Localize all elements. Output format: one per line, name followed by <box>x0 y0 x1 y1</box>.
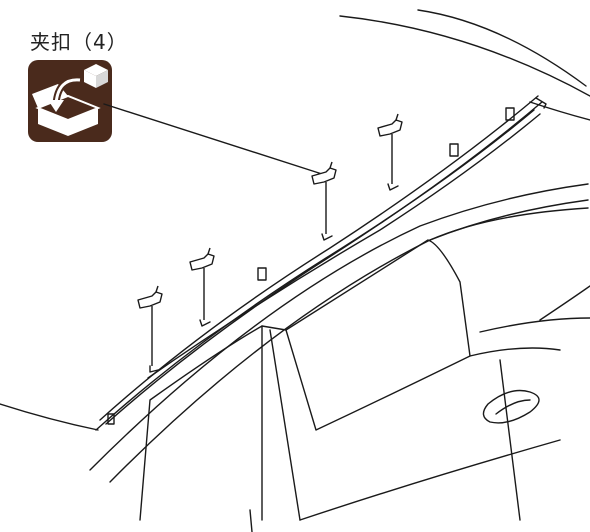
pointer-line <box>103 103 323 175</box>
clip-1 <box>137 285 163 366</box>
clip-4 <box>377 113 403 184</box>
clip-caption: 夹扣（4） <box>30 30 128 54</box>
rear-window <box>139 325 263 521</box>
clip-2 <box>189 247 215 320</box>
door-handle <box>482 389 540 424</box>
rail-studs <box>107 107 515 425</box>
clip-3 <box>311 161 337 234</box>
roof-molding <box>99 95 539 421</box>
roof-panel-line <box>339 15 590 97</box>
front-door-window <box>285 239 471 431</box>
body-beltline <box>89 183 589 471</box>
replace-part-icon <box>28 60 112 142</box>
